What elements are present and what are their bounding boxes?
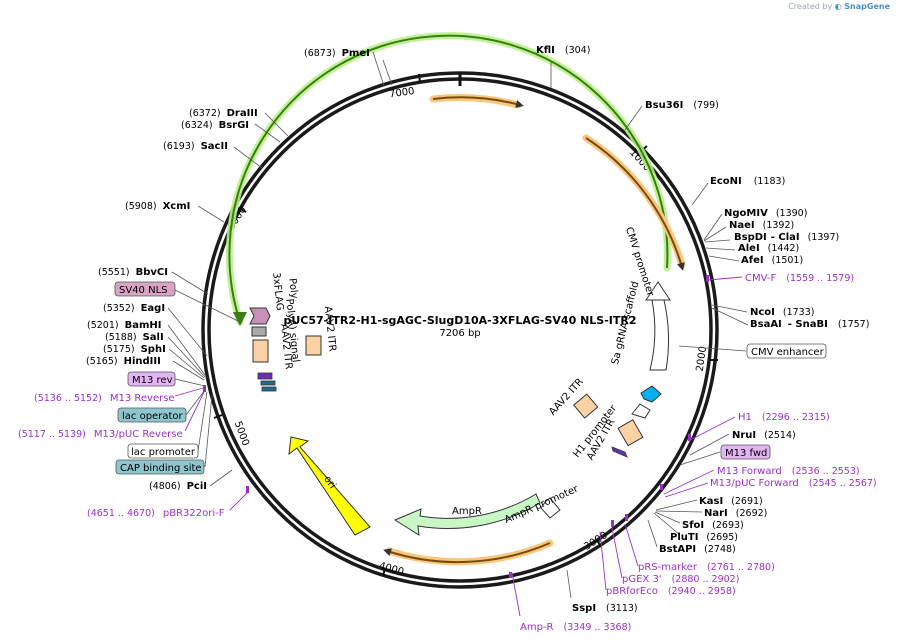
credit-prefix: Created by	[788, 2, 833, 11]
enzyme-alei[interactable]: AleI(1442)	[738, 243, 799, 254]
tick-mark-6000	[238, 207, 247, 213]
aav2-itr-left-label: AAV2 ITR	[278, 323, 294, 370]
top-orange-feature	[429, 93, 524, 109]
enzyme-draiii[interactable]: (6372)DraIII	[189, 108, 258, 119]
aav2-itr-right-feature: AAV2 ITR AAV2 ITR	[547, 376, 644, 462]
lac-operator-label: lac operator	[122, 411, 183, 422]
enzyme-bsu36i[interactable]: Bsu36I(799)	[645, 100, 719, 111]
primer-pgex3[interactable]: pGEX 3'(2880 .. 2902)	[622, 574, 739, 585]
right-orange-feature	[582, 134, 686, 271]
enzyme-prui[interactable]: NruI(2514)	[732, 430, 796, 441]
primer-h1[interactable]: H1(2296 .. 2315)	[738, 412, 830, 423]
enzyme-hindiii[interactable]: (5165)HindIII	[86, 356, 161, 367]
ori-feature: ori	[288, 436, 371, 536]
lac-promoter-label: lac promoter	[131, 447, 196, 458]
slug-cas9-feature	[225, 32, 671, 326]
primer-prs-marker[interactable]: pRS-marker(2761 .. 2780)	[638, 562, 775, 573]
tick-mark-4000	[382, 567, 386, 577]
left-feature-cluster: 3xFLAG Poly PolyA) signal AAV2 ITR AAV2 …	[249, 272, 338, 392]
lac-promoter-box[interactable]: lac promoter	[127, 443, 199, 459]
tick-label-7000: 7000	[389, 86, 416, 100]
enzyme-bspdi[interactable]: BspDI- ClaI(1397)	[734, 232, 839, 243]
enzyme-sali[interactable]: (5188)SalI	[105, 332, 164, 343]
snapgene-logo-icon: ◐	[834, 2, 842, 11]
tick-mark-7000	[418, 73, 421, 83]
sv40-nls-label: SV40 NLS	[119, 285, 168, 296]
enzyme-labels	[167, 51, 749, 599]
polya-prefix-label: Poly	[286, 278, 299, 300]
credit-brand: SnapGene	[844, 2, 890, 11]
aav2-itr-inner-label: AAV2 ITR	[322, 306, 338, 353]
enzyme-naei[interactable]: NaeI(1392)	[729, 220, 794, 231]
cap-binding-site-box[interactable]: CAP binding site	[115, 459, 205, 475]
enzyme-sspi[interactable]: SspI(3113)	[572, 603, 638, 614]
m13-fwd-label: M13 fwd	[725, 448, 767, 459]
enzyme-econi[interactable]: EcoNI(1183)	[710, 176, 785, 187]
primer-ticks	[203, 275, 709, 578]
plasmid-name: pUC57-ITR2-H1-sgAGC-SlugD10A-3XFLAG-SV40…	[284, 314, 637, 327]
enzyme-ncoi[interactable]: NcoI(1733)	[750, 307, 814, 318]
enzyme-bstapi[interactable]: BstAPI(2748)	[659, 544, 736, 555]
flag3x-label: 3xFLAG	[270, 272, 285, 311]
primer-pbr322ori-f[interactable]: (4651 .. 4670)pBR322ori-F	[87, 508, 225, 519]
sv40-nls-box[interactable]: SV40 NLS	[114, 281, 176, 297]
enzyme-pcii[interactable]: (4806)PciI	[149, 481, 207, 492]
bottom-orange-feature	[383, 539, 554, 566]
enzyme-eagi[interactable]: (5352)EagI	[103, 303, 165, 314]
enzyme-ngomiv[interactable]: NgoMIV(1390)	[724, 208, 807, 219]
ampr-label: AmpR	[452, 506, 482, 517]
enzyme-sacii[interactable]: (6193)SacII	[163, 141, 228, 152]
ampr-feature: AmpR	[393, 493, 541, 536]
snapgene-credit: Created by ◐ SnapGene	[788, 2, 890, 11]
enzyme-bsaai[interactable]: BsaAI- SnaBI(1757)	[750, 319, 869, 330]
enzyme-bsrgi[interactable]: (6324)BsrGI	[181, 120, 249, 131]
m13-fwd-box[interactable]: M13 fwd	[720, 444, 771, 460]
primer-cmv-f[interactable]: CMV-F(1559 .. 1579)	[745, 273, 854, 284]
primer-leaders	[174, 276, 743, 617]
primer-m13-puc-reverse[interactable]: (5117 .. 5139)M13/pUC Reverse	[18, 429, 183, 440]
cmv-enhancer-label: CMV enhancer	[751, 347, 825, 358]
enzyme-pmei[interactable]: (6873)PmeI	[304, 48, 370, 59]
plasmid-size: 7206 bp	[439, 328, 480, 339]
enzyme-bamhi[interactable]: (5201)BamHI	[87, 320, 161, 331]
lac-operator-box[interactable]: lac operator	[117, 407, 187, 423]
cmv-enhancer-box[interactable]: CMV enhancer	[746, 343, 827, 359]
tick-mark-3000	[596, 539, 602, 548]
primer-m13-puc-forward[interactable]: M13/pUC Forward(2545 .. 2567)	[710, 478, 877, 489]
enzyme-afei[interactable]: AfeI(1501)	[741, 255, 803, 266]
primer-amp-r[interactable]: Amp-R(3349 .. 3368)	[520, 622, 631, 633]
enzyme-sphi[interactable]: (5175)SphI	[103, 344, 166, 355]
boxed-label-leaders	[174, 289, 747, 468]
enzyme-bbvci[interactable]: (5551)BbvCI	[98, 267, 168, 278]
primer-pbrforeco[interactable]: pBRforEco(2940 .. 2958)	[606, 586, 736, 597]
enzyme-pluti[interactable]: PluTI(2695)	[670, 532, 738, 543]
tick-label-2000: 2000	[695, 346, 709, 373]
m13-rev-box[interactable]: M13 rev	[127, 371, 176, 387]
primer-m13-reverse[interactable]: (5136 .. 5152)M13 Reverse	[34, 393, 175, 404]
enzyme-nari[interactable]: NarI(2692)	[704, 508, 767, 519]
m13-rev-label: M13 rev	[132, 375, 173, 386]
primer-m13-forward[interactable]: M13 Forward(2536 .. 2553)	[717, 466, 860, 477]
enzyme-sfoi[interactable]: SfoI(2693)	[682, 520, 744, 531]
enzyme-xcmi[interactable]: (5908)XcmI	[125, 201, 190, 212]
tick-mark-5000	[213, 414, 223, 419]
cap-binding-site-label: CAP binding site	[120, 463, 202, 474]
enzyme-kasi[interactable]: KasI(2691)	[699, 496, 763, 507]
enzyme-kfli[interactable]: KflI(304)	[536, 45, 590, 56]
